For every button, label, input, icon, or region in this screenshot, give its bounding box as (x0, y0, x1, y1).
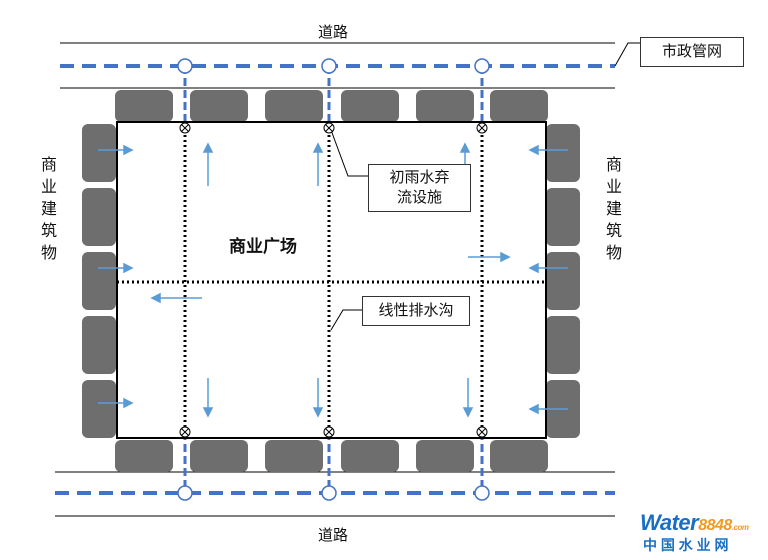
building-block (546, 252, 580, 310)
manhole-icon (177, 485, 193, 501)
arrow-icon (202, 378, 214, 418)
manhole-icon (474, 58, 490, 74)
label-char: 物 (40, 245, 57, 262)
manhole-icon (321, 485, 337, 501)
watermark-number: 8848 (698, 517, 732, 534)
plaza-label: 商业广场 (229, 237, 297, 256)
manhole-icon (321, 58, 337, 74)
arrow-icon (98, 262, 134, 274)
arrow-icon (98, 144, 134, 156)
label-char: 业 (40, 179, 57, 196)
building-block (546, 124, 580, 182)
watermark-logo: Water8848.com (640, 510, 749, 536)
building-block (82, 316, 116, 374)
buildings-bottom (115, 440, 548, 472)
manhole-icon (474, 485, 490, 501)
facility-label-line: 流设施 (396, 189, 442, 206)
building-block (82, 124, 116, 182)
diversion-valve-icon (476, 426, 488, 438)
arrow-icon (98, 397, 134, 409)
arrow-icon (528, 403, 568, 415)
watermark-subtitle: 中 国 水 业 网 (643, 537, 729, 553)
municipal-pipe-label: 市政管网 (640, 37, 744, 67)
watermark-prefix: Water (640, 510, 699, 535)
building-block (490, 440, 548, 472)
diversion-valve-icon (476, 122, 488, 134)
manholes (177, 58, 490, 501)
arrow-icon (528, 144, 568, 156)
building-block (546, 316, 580, 374)
diversion-valve-icon (179, 426, 191, 438)
arrow-icon (468, 251, 511, 263)
arrow-icon (312, 142, 324, 186)
facility-label: 初雨水弃 流设施 (368, 164, 471, 212)
watermark-suffix: .com (731, 523, 749, 532)
buildings-right (546, 124, 580, 438)
plaza-outline (116, 121, 547, 439)
facility-label-line: 初雨水弃 (389, 169, 450, 186)
facility-callout-leader (330, 129, 368, 177)
building-block (341, 440, 399, 472)
manhole-icon (177, 58, 193, 74)
label-char: 建 (40, 201, 57, 218)
arrow-icon (202, 142, 214, 186)
drain-callout-leader (330, 309, 362, 331)
building-block (190, 440, 248, 472)
arrow-icon (150, 292, 202, 304)
building-block (265, 90, 323, 122)
building-block (490, 90, 548, 122)
label-char: 筑 (40, 223, 57, 240)
building-label-left: 商 业 建 筑 物 (39, 155, 59, 265)
label-char: 商 (40, 157, 57, 174)
building-block (190, 90, 248, 122)
building-block (546, 188, 580, 246)
drain-label: 线性排水沟 (362, 296, 470, 326)
building-block (265, 440, 323, 472)
diversion-valve-icon (323, 122, 335, 134)
building-block (82, 380, 116, 438)
label-char: 业 (605, 179, 622, 196)
flow-arrows (98, 142, 568, 418)
building-block (115, 440, 173, 472)
diversion-facilities (179, 122, 488, 438)
road-label-top: 道路 (317, 24, 348, 41)
building-block (82, 188, 116, 246)
buildings-left (82, 124, 116, 438)
arrow-icon (462, 378, 474, 418)
buildings-top (115, 90, 548, 122)
arrow-icon (312, 378, 324, 418)
building-block (82, 252, 116, 310)
label-char: 商 (605, 157, 622, 174)
diversion-valve-icon (179, 122, 191, 134)
building-block (341, 90, 399, 122)
arrow-icon (528, 262, 568, 274)
linear-drains (117, 130, 546, 432)
label-char: 物 (605, 245, 622, 262)
label-char: 筑 (605, 223, 622, 240)
pipe-callout-leader (614, 42, 640, 67)
road-label-bottom: 道路 (317, 527, 348, 544)
diversion-valve-icon (323, 426, 335, 438)
label-char: 建 (605, 201, 622, 218)
building-label-right: 商 业 建 筑 物 (604, 155, 624, 265)
building-block (115, 90, 173, 122)
building-block (416, 440, 474, 472)
building-block (416, 90, 474, 122)
